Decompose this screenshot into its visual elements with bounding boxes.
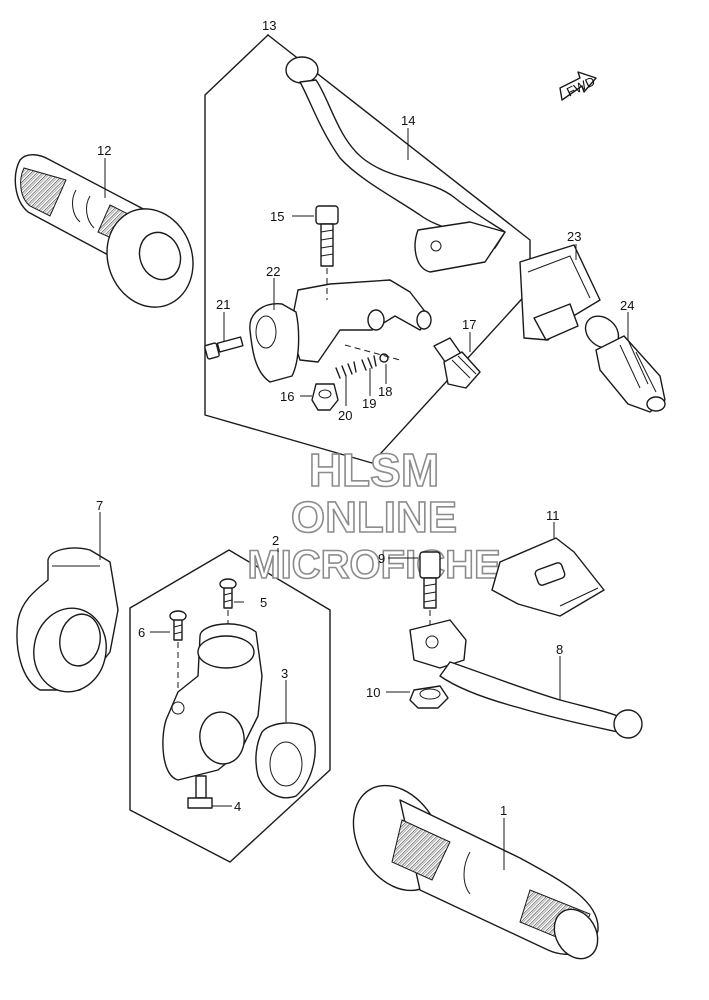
callout-17: 17: [462, 317, 476, 332]
part-19-spring: [361, 355, 377, 371]
part-24-adjuster: [584, 315, 666, 413]
part-16-nut: [311, 383, 339, 411]
callout-22: 22: [266, 264, 280, 279]
part-7-housing: [16, 547, 119, 693]
callout-5: 5: [260, 595, 267, 610]
callout-6: 6: [138, 625, 145, 640]
callout-7: 7: [96, 498, 103, 513]
watermark-line2: ONLINE: [291, 493, 457, 542]
part-6-screw: [169, 610, 187, 641]
callout-15: 15: [270, 209, 284, 224]
part-12-grip: [14, 154, 194, 308]
part-14-lever: [285, 56, 506, 273]
part-3-ring: [255, 722, 316, 799]
part-5-screw: [219, 578, 237, 609]
watermark-line1: HLSM: [309, 444, 439, 496]
callout-24: 24: [620, 298, 634, 313]
fwd-arrow-icon: FWD: [559, 71, 597, 101]
callout-3: 3: [281, 666, 288, 681]
callout-12: 12: [97, 143, 111, 158]
callout-18: 18: [378, 384, 392, 399]
watermark-line3: MICROFICHE: [247, 543, 500, 587]
part-9-bolt: [419, 551, 441, 609]
leader-lines: [99, 34, 629, 870]
callout-4: 4: [234, 799, 241, 814]
callout-11: 11: [546, 508, 560, 523]
assembly-frame-2: [129, 549, 331, 863]
part-8-lever: [409, 619, 643, 739]
callout-19: 19: [362, 396, 376, 411]
callout-21: 21: [216, 297, 230, 312]
callout-14: 14: [401, 113, 415, 128]
fwd-label: FWD: [564, 73, 597, 99]
part-4-bolt: [187, 775, 213, 809]
callout-9: 9: [378, 551, 385, 566]
callout-16: 16: [280, 389, 294, 404]
part-10-nut: [409, 685, 449, 709]
callout-23: 23: [567, 229, 581, 244]
part-22-bracket: [249, 279, 432, 383]
part-20-spring: [335, 361, 357, 379]
part-23-cover: [519, 244, 601, 341]
callout-20: 20: [338, 408, 352, 423]
callout-2: 2: [272, 533, 279, 548]
callout-8: 8: [556, 642, 563, 657]
callout-13: 13: [262, 18, 276, 33]
part-17-adjuster: [433, 337, 481, 389]
callout-1: 1: [500, 803, 507, 818]
part-11-cover: [491, 537, 605, 617]
part-2-switch-body: [162, 623, 263, 781]
callout-10: 10: [366, 685, 380, 700]
part-1-grip: [352, 784, 599, 960]
part-21-screw: [204, 336, 244, 360]
part-15-bolt: [315, 205, 339, 267]
